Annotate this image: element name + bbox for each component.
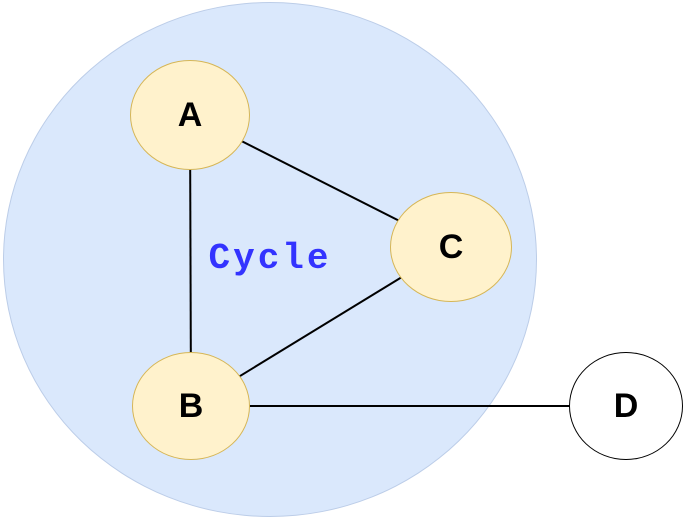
node-d-label: D (613, 386, 639, 425)
node-c: C (390, 192, 512, 302)
node-c-label: C (438, 227, 464, 266)
cycle-cluster-label: Cycle (208, 238, 332, 279)
node-d: D (569, 352, 683, 460)
node-b-label: B (178, 386, 204, 425)
node-a: A (130, 60, 250, 170)
node-a-label: A (177, 95, 203, 134)
node-b: B (132, 352, 250, 460)
